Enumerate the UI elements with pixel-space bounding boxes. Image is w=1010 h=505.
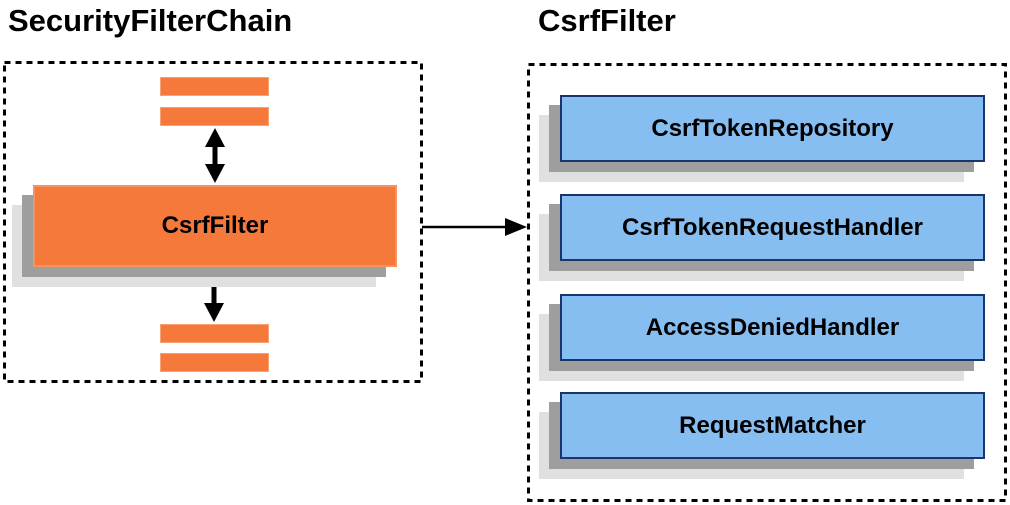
csrf-filter-container <box>527 63 1007 502</box>
csrf-token-request-handler-label: CsrfTokenRequestHandler <box>622 213 923 241</box>
csrf-token-repository-label: CsrfTokenRepository <box>651 114 894 142</box>
flow-arrow <box>422 218 527 236</box>
filter-placeholder-bar <box>160 353 269 372</box>
bidirectional-arrow-top <box>205 128 225 183</box>
box-csrf-token-repository: CsrfTokenRepository <box>560 95 985 162</box>
box-request-matcher: RequestMatcher <box>560 392 985 459</box>
security-filter-chain-container <box>3 61 423 383</box>
filter-placeholder-bar <box>160 324 269 343</box>
security-filter-chain-title: SecurityFilterChain <box>8 3 293 38</box>
bidirectional-arrow-bottom <box>204 265 224 322</box>
filter-placeholder-bar <box>160 107 269 126</box>
request-matcher-label: RequestMatcher <box>679 411 866 439</box>
access-denied-handler-label: AccessDeniedHandler <box>645 313 900 341</box>
filter-placeholder-bar <box>160 77 269 96</box>
box-access-denied-handler: AccessDeniedHandler <box>560 294 985 361</box>
csrf-filter-title: CsrfFilter <box>538 3 676 38</box>
box-csrf-token-request-handler: CsrfTokenRequestHandler <box>560 194 985 261</box>
csrf-filter-node: CsrfFilter <box>33 185 397 267</box>
csrf-filter-node-label: CsrfFilter <box>161 212 269 239</box>
